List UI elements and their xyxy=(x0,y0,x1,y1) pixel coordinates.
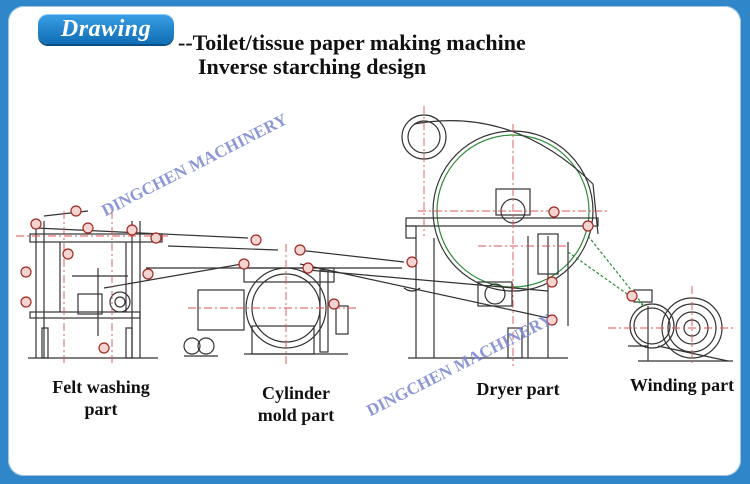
guide-rolls xyxy=(20,205,638,354)
cylinder-label-line1: Cylinder xyxy=(261,383,330,403)
cylinder-mold-label: Cylinder mold part xyxy=(250,382,342,426)
dryer-label: Dryer part xyxy=(476,379,560,399)
center-lines xyxy=(16,106,733,366)
machine-drawing xyxy=(16,106,733,366)
felt-washing-label: Felt washing part xyxy=(46,376,156,420)
felt-path xyxy=(35,120,599,326)
cylinder-mold xyxy=(183,267,349,357)
title-line-1: --Toilet/tissue paper making machine xyxy=(178,30,526,55)
felt-washing-label-line2: part xyxy=(84,399,118,419)
drawing-badge: Drawing xyxy=(38,14,174,44)
drawing-panel: Drawing --Toilet/tissue paper making mac… xyxy=(8,6,741,476)
cylinder-label-line2: mold part xyxy=(257,405,335,425)
title-line-2: Inverse starching design xyxy=(198,54,427,79)
winding-frame xyxy=(628,289,733,362)
felt-washing-label-line1: Felt washing xyxy=(52,377,150,397)
felt-washing-frame xyxy=(28,221,163,359)
winding-label: Winding part xyxy=(629,375,735,395)
